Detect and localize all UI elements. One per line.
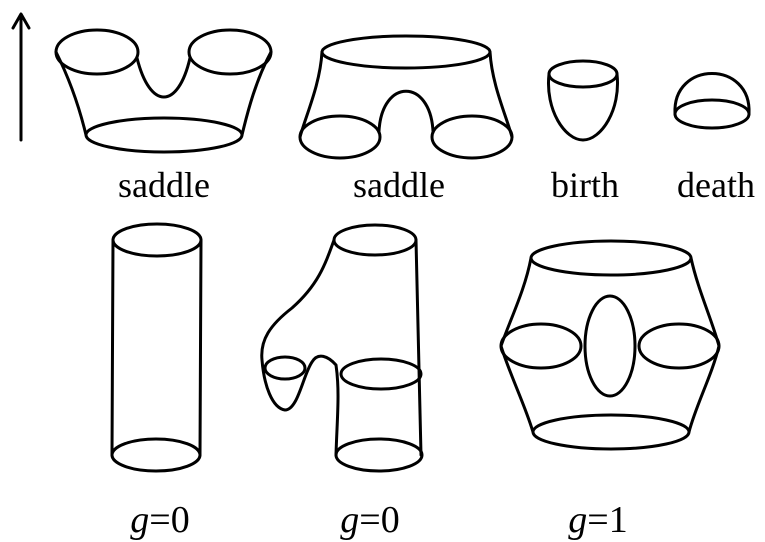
genus-value: =0	[149, 499, 189, 541]
top-left-circle	[54, 28, 140, 76]
genus-value: =0	[359, 499, 399, 541]
genus-one-surface	[499, 239, 721, 451]
saddle-split-label: saddle	[353, 165, 445, 205]
genus-var: g	[340, 499, 359, 541]
saddle-split-surface	[298, 34, 514, 160]
genus-var: g	[130, 499, 149, 541]
saddle-merge-surface	[54, 28, 273, 154]
bottom-right-circle	[430, 114, 514, 160]
g1-center-hole	[583, 294, 637, 398]
cylinder-with-bump-surface	[260, 223, 424, 473]
genus-value: =1	[587, 499, 627, 541]
bump-bottom-circle	[334, 437, 424, 473]
bump-middle-circle	[339, 357, 423, 391]
birth-label: birth	[551, 165, 619, 205]
g1-right-circle	[637, 322, 721, 370]
bump-top-circle	[332, 223, 418, 257]
saddle-merge-label: saddle	[118, 165, 210, 205]
top-right-circle	[187, 28, 273, 76]
bottom-left-circle	[298, 114, 382, 160]
g1-bottom-circle	[531, 413, 691, 451]
genus-label-torus: g=1	[568, 499, 627, 541]
time-arrow	[11, 12, 31, 142]
top-circle	[320, 34, 492, 70]
g1-top-circle	[529, 239, 693, 277]
cylinder-top-circle	[111, 222, 203, 258]
genus-var: g	[568, 499, 587, 541]
birth-top-circle	[547, 59, 619, 89]
death-label: death	[677, 165, 755, 205]
cylinder-bottom-circle	[110, 437, 202, 473]
bottom-circle	[84, 116, 244, 154]
birth-surface	[546, 59, 620, 142]
g1-left-circle	[499, 322, 583, 370]
genus-label-cylinder: g=0	[130, 499, 189, 541]
death-surface	[673, 72, 751, 130]
cylinder-surface	[110, 222, 203, 473]
death-bottom-circle	[673, 98, 751, 130]
genus-label-bump: g=0	[340, 499, 399, 541]
bump-small-circle	[263, 355, 307, 381]
